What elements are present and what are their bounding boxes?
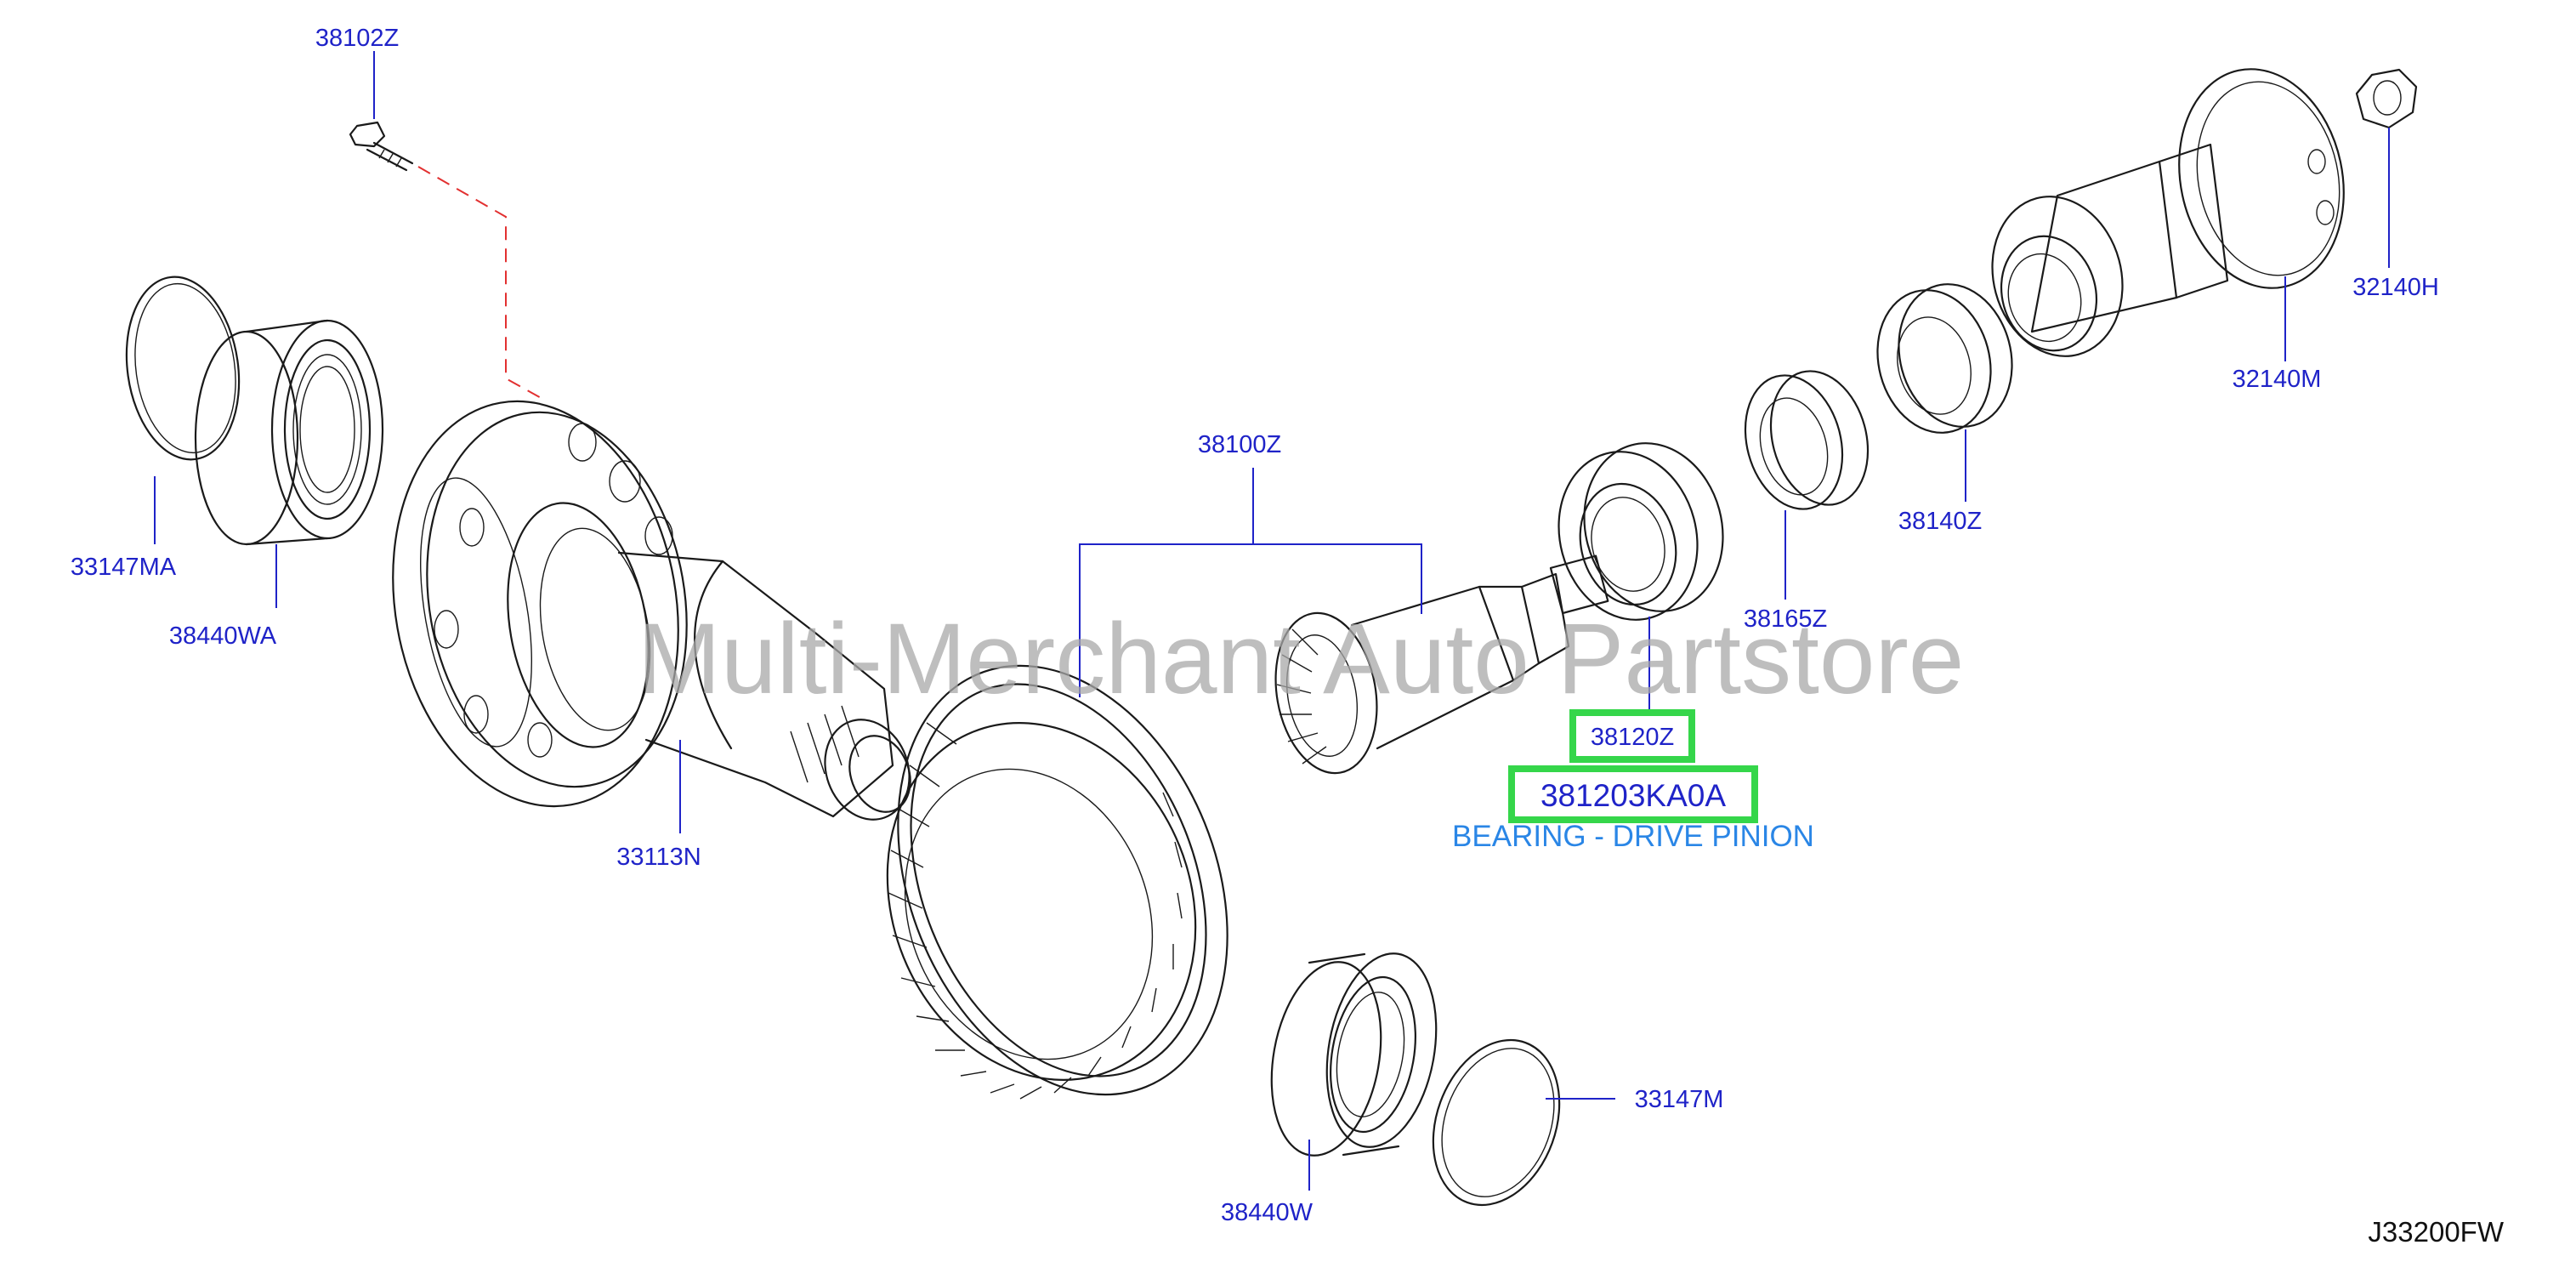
leader-38100Z-bracket (1079, 468, 1422, 697)
ring-gear (886, 664, 1228, 1100)
callout-381203KA0A[interactable]: 381203KA0A (1540, 778, 1726, 813)
bearing-38140Z (1876, 283, 2013, 434)
diagram-code: J33200FW (2368, 1216, 2504, 1248)
callout-38165Z[interactable]: 38165Z (1744, 605, 1827, 633)
pinion-bearing-38120Z (1558, 442, 1724, 621)
spacer-38165Z (1744, 370, 1870, 510)
callout-33147MA[interactable]: 33147MA (71, 554, 177, 581)
callout-38100Z[interactable]: 38100Z (1198, 431, 1281, 458)
bearing-38440WA (194, 319, 384, 546)
callout-38120Z[interactable]: 38120Z (1591, 724, 1674, 751)
bolt-38102Z (349, 121, 414, 172)
bearing-38440W (1270, 952, 1438, 1157)
snap-ring-33147MA (125, 276, 241, 461)
watermark: Multi-Merchant Auto Partstore (638, 603, 1965, 715)
bolt-guide-line (417, 166, 545, 401)
companion-flange-32140M (1991, 68, 2345, 357)
callout-38102Z[interactable]: 38102Z (315, 25, 399, 52)
callout-32140H[interactable]: 32140H (2352, 274, 2439, 301)
part-description: BEARING - DRIVE PINION (1452, 820, 1814, 853)
callout-38440WA[interactable]: 38440WA (169, 622, 277, 650)
callout-38440W[interactable]: 38440W (1221, 1199, 1314, 1226)
highlight-box-38120Z (1569, 709, 1695, 763)
callout-38140Z[interactable]: 38140Z (1898, 508, 1982, 535)
callout-33147M[interactable]: 33147M (1635, 1086, 1724, 1113)
highlight-box-381203KA0A (1508, 765, 1758, 823)
callout-32140M[interactable]: 32140M (2233, 366, 2322, 393)
drive-pinion (1274, 554, 1609, 775)
side-flange-33113N (392, 400, 911, 821)
callout-33113N[interactable]: 33113N (616, 844, 701, 871)
nut-32140H (2355, 68, 2418, 129)
snap-ring-33147M (1432, 1038, 1561, 1207)
